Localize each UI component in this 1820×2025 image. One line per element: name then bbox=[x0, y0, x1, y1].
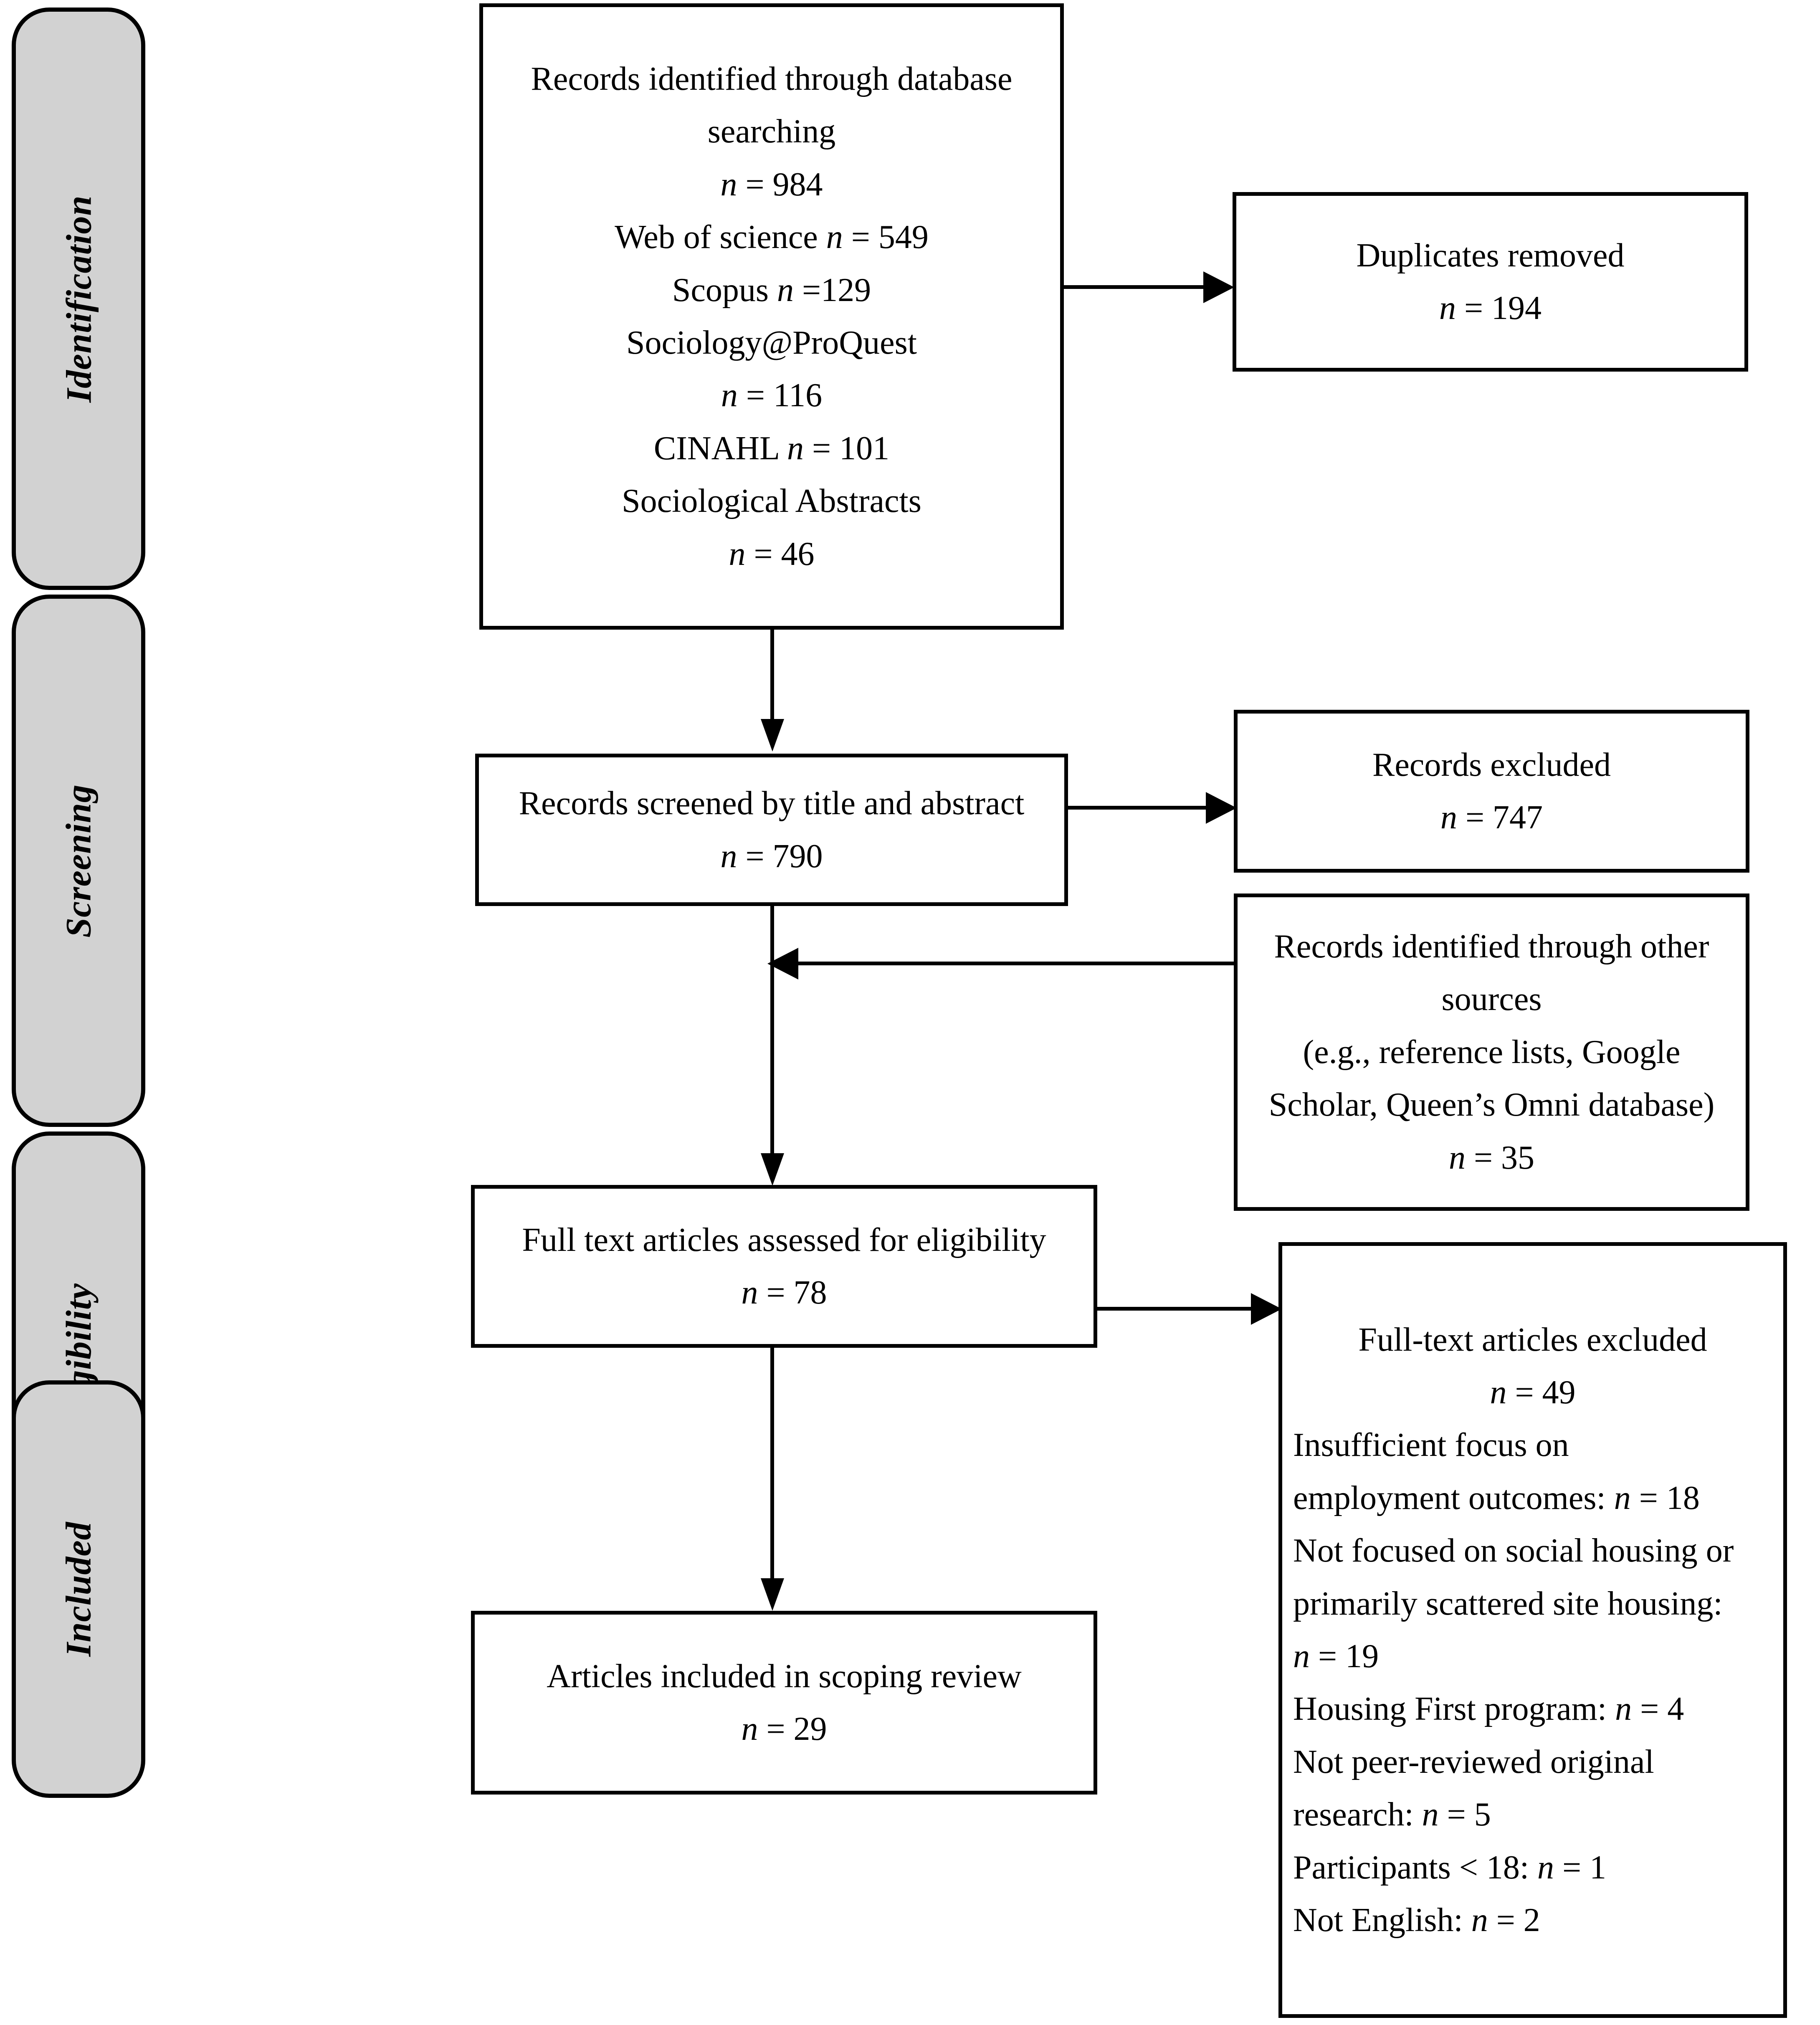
reason-not-peer-reviewed-2: research: n = 5 bbox=[1293, 1796, 1491, 1833]
arrow-screened-to-fulltext bbox=[761, 1153, 784, 1186]
articles-included-count: n = 29 bbox=[741, 1711, 827, 1747]
box-duplicates-removed: Duplicates removed n = 194 bbox=[1233, 192, 1748, 372]
connector-other-sources-to-spine bbox=[795, 962, 1236, 965]
excluded-title: Records excluded bbox=[1372, 746, 1611, 783]
arrow-box1-to-screened bbox=[761, 719, 784, 752]
arrow-box1-to-duplicates bbox=[1203, 271, 1234, 303]
reason-not-social-housing-3: n = 19 bbox=[1293, 1638, 1379, 1675]
fulltext-assessed-title: Full text articles assessed for eligibil… bbox=[522, 1221, 1046, 1258]
other-sources-line-1: Records identified through other bbox=[1274, 928, 1709, 965]
connector-screened-to-fulltext bbox=[770, 906, 774, 1157]
box1-line-2: searching bbox=[707, 113, 836, 150]
stage-pill-identification: Identification bbox=[12, 8, 145, 590]
stage-label-identification: Identification bbox=[58, 195, 99, 402]
stage-label-included: Included bbox=[58, 1521, 99, 1657]
connector-box1-to-screened bbox=[770, 630, 774, 722]
connector-box1-to-duplicates bbox=[1064, 285, 1206, 289]
box-records-screened: Records screened by title and abstract n… bbox=[475, 754, 1068, 906]
fulltext-excluded-count: n = 49 bbox=[1490, 1374, 1576, 1411]
fulltext-assessed-count: n = 78 bbox=[741, 1274, 827, 1311]
box-articles-included: Articles included in scoping review n = … bbox=[471, 1611, 1097, 1795]
connector-fulltext-to-excluded bbox=[1096, 1307, 1253, 1311]
arrow-fulltext-to-included bbox=[761, 1578, 784, 1611]
other-sources-line-5: n = 35 bbox=[1448, 1139, 1535, 1176]
reason-housing-first: Housing First program: n = 4 bbox=[1293, 1691, 1684, 1728]
box1-line-5: Scopus n =129 bbox=[672, 271, 871, 309]
other-sources-line-2: sources bbox=[1441, 981, 1542, 1018]
box-records-identified-database: Records identified through database sear… bbox=[479, 3, 1064, 630]
screened-count: n = 790 bbox=[720, 838, 823, 875]
articles-included-title: Articles included in scoping review bbox=[547, 1658, 1022, 1695]
screened-title: Records screened by title and abstract bbox=[519, 785, 1025, 822]
arrow-fulltext-to-excluded bbox=[1251, 1293, 1282, 1325]
other-sources-line-4: Scholar, Queen’s Omni database) bbox=[1268, 1086, 1715, 1124]
duplicates-title: Duplicates removed bbox=[1356, 237, 1625, 274]
stage-label-screening: Screening bbox=[58, 784, 99, 938]
reason-not-english: Not English: n = 2 bbox=[1293, 1901, 1540, 1939]
box1-line-6: Sociology@ProQuest bbox=[626, 324, 917, 361]
arrow-other-sources-to-spine bbox=[767, 948, 798, 980]
box1-line-3: n = 984 bbox=[720, 166, 823, 203]
fulltext-excluded-title: Full-text articles excluded bbox=[1358, 1321, 1707, 1358]
box1-line-9: Sociological Abstracts bbox=[622, 483, 921, 520]
duplicates-count: n = 194 bbox=[1439, 290, 1542, 327]
box1-line-1: Records identified through database bbox=[531, 61, 1013, 98]
box-fulltext-excluded: Full-text articles excluded n = 49 Insuf… bbox=[1278, 1242, 1787, 2018]
box1-line-8: CINAHL n = 101 bbox=[653, 430, 890, 467]
box1-line-7: n = 116 bbox=[721, 377, 823, 414]
reason-insufficient-focus-2: employment outcomes: n = 18 bbox=[1293, 1479, 1700, 1516]
reason-not-social-housing-1: Not focused on social housing or bbox=[1293, 1532, 1734, 1569]
box1-line-4: Web of science n = 549 bbox=[615, 219, 929, 256]
box-other-sources: Records identified through other sources… bbox=[1234, 894, 1749, 1211]
arrow-screened-to-excluded bbox=[1206, 792, 1237, 824]
excluded-count: n = 747 bbox=[1440, 799, 1543, 836]
stage-pill-included: Included bbox=[12, 1380, 145, 1798]
box1-line-10: n = 46 bbox=[729, 535, 815, 572]
reason-not-peer-reviewed-1: Not peer-reviewed original bbox=[1293, 1743, 1654, 1780]
reason-participants-under-18: Participants < 18: n = 1 bbox=[1293, 1849, 1607, 1886]
connector-fulltext-to-included bbox=[770, 1348, 774, 1582]
reason-not-social-housing-2: primarily scattered site housing: bbox=[1293, 1585, 1723, 1622]
stage-pill-screening: Screening bbox=[12, 595, 145, 1127]
box-records-excluded: Records excluded n = 747 bbox=[1234, 710, 1749, 873]
reason-insufficient-focus-1: Insufficient focus on bbox=[1293, 1427, 1569, 1464]
connector-screened-to-excluded bbox=[1067, 806, 1208, 810]
box-fulltext-assessed: Full text articles assessed for eligibil… bbox=[471, 1185, 1097, 1348]
other-sources-line-3: (e.g., reference lists, Google bbox=[1303, 1033, 1681, 1071]
